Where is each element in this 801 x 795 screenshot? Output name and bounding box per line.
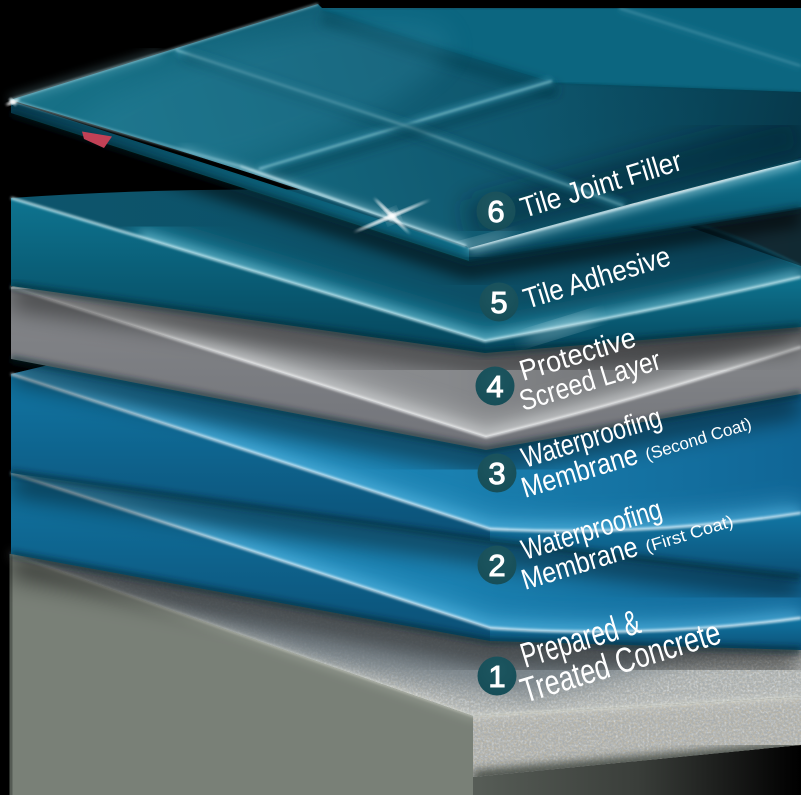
svg-text:1: 1	[488, 659, 505, 694]
svg-text:4: 4	[486, 369, 503, 404]
svg-text:3: 3	[488, 456, 505, 491]
svg-text:5: 5	[490, 285, 507, 320]
svg-text:6: 6	[487, 194, 504, 229]
svg-text:2: 2	[488, 548, 505, 583]
